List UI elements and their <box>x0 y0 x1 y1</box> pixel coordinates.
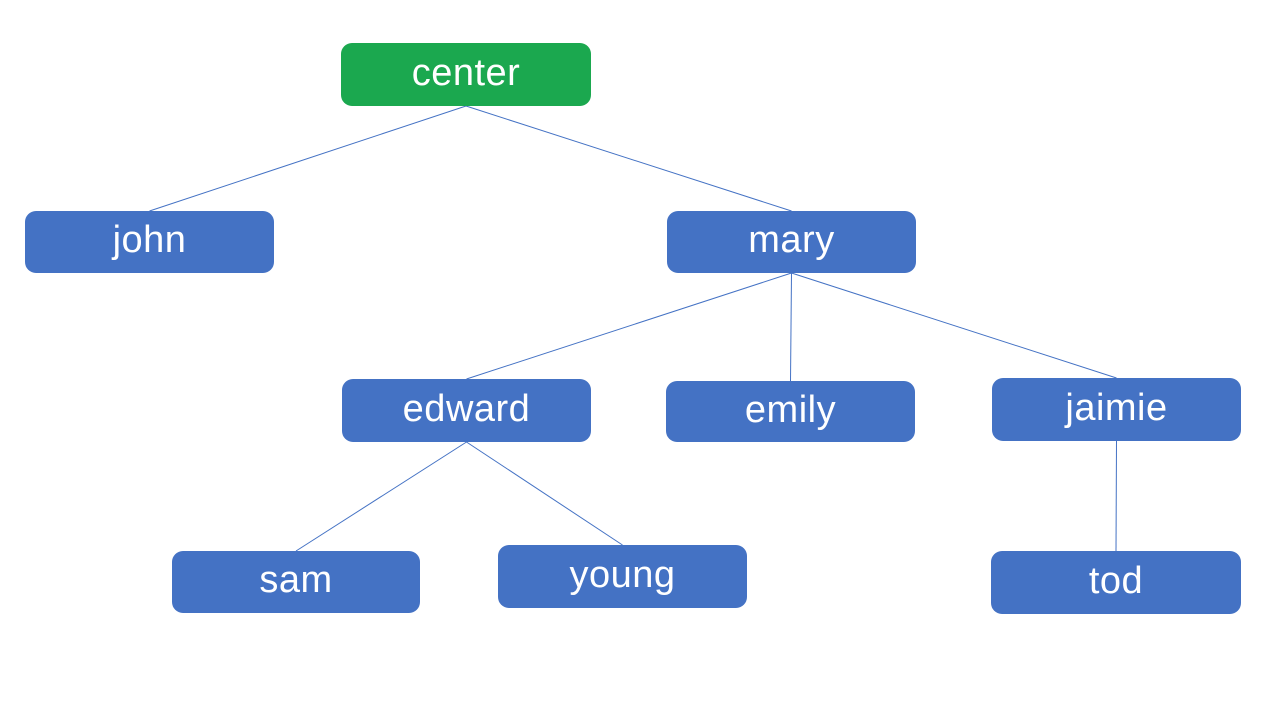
node-label: sam <box>259 559 333 601</box>
edge-center-mary <box>465 105 792 212</box>
edge-center-john <box>149 105 467 212</box>
node-young[interactable]: young <box>498 545 747 608</box>
node-label: john <box>112 219 187 261</box>
edge-mary-edward <box>466 272 792 380</box>
node-label: tod <box>1088 559 1144 602</box>
edge-mary-jaimie <box>791 272 1117 379</box>
node-jaimie[interactable]: jaimie <box>992 378 1241 441</box>
node-emily[interactable]: emily <box>666 381 915 442</box>
node-label: center <box>411 51 521 94</box>
node-center[interactable]: center <box>341 43 591 106</box>
edge-edward-sam <box>295 441 467 552</box>
edge-jaimie-tod <box>1115 440 1117 552</box>
node-edward[interactable]: edward <box>342 379 591 442</box>
node-john[interactable]: john <box>25 211 274 273</box>
node-label: edward <box>402 387 531 430</box>
node-sam[interactable]: sam <box>172 551 420 613</box>
node-tod[interactable]: tod <box>991 551 1241 614</box>
node-label: emily <box>744 388 837 431</box>
node-label: mary <box>748 219 835 261</box>
node-label: young <box>569 553 676 596</box>
edge-mary-emily <box>790 272 792 382</box>
edge-edward-young <box>466 441 623 546</box>
node-mary[interactable]: mary <box>667 211 916 273</box>
node-label: jaimie <box>1065 386 1168 429</box>
